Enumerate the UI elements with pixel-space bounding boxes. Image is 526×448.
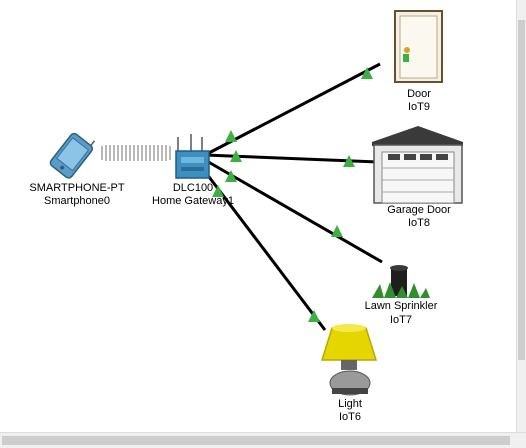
status-up-icon — [331, 225, 343, 237]
status-up-icon — [308, 310, 320, 322]
sprinkler-name-label: IoT7 — [389, 314, 413, 326]
smartphone-name-label: Smartphone0 — [43, 195, 111, 207]
garage-name-label: IoT8 — [407, 217, 431, 229]
status-up-icon — [212, 185, 224, 197]
topology-svg — [49, 10, 463, 396]
vertical-scroll-thumb[interactable] — [518, 20, 525, 360]
sprinkler-model-label: Lawn Sprinkler — [364, 300, 438, 312]
garage-model-label: Garage Door — [387, 204, 451, 216]
status-up-icon — [361, 67, 373, 79]
status-up-icon — [230, 150, 242, 162]
lawn-sprinkler-icon[interactable] — [372, 265, 430, 298]
link-status-indicators — [212, 67, 373, 322]
wireless-signal — [101, 145, 171, 161]
smartphone-model-label: SMARTPHONE-PT — [29, 182, 125, 194]
status-up-icon — [225, 170, 237, 182]
door-name-label: IoT9 — [407, 101, 431, 113]
light-name-label: IoT6 — [338, 411, 362, 423]
gateway-model-label: DLC100 — [172, 182, 214, 194]
light-icon[interactable] — [320, 324, 378, 396]
light-model-label: Light — [338, 398, 362, 410]
gateway-name-label: Home Gateway1 — [152, 195, 234, 207]
door-model-label: Door — [407, 88, 431, 100]
horizontal-scrollbar[interactable] — [0, 432, 526, 448]
vertical-scrollbar[interactable] — [516, 0, 526, 432]
garage-door-icon[interactable] — [372, 126, 463, 204]
status-up-icon — [343, 155, 355, 167]
door-icon[interactable] — [394, 10, 443, 83]
smartphone-icon[interactable] — [49, 127, 98, 179]
horizontal-scroll-thumb[interactable] — [2, 436, 510, 445]
workspace-canvas[interactable]: SMARTPHONE-PT Smartphone0 DLC100 Home Ga… — [0, 0, 516, 432]
status-up-icon — [225, 130, 237, 142]
gateway-icon[interactable] — [175, 134, 210, 179]
